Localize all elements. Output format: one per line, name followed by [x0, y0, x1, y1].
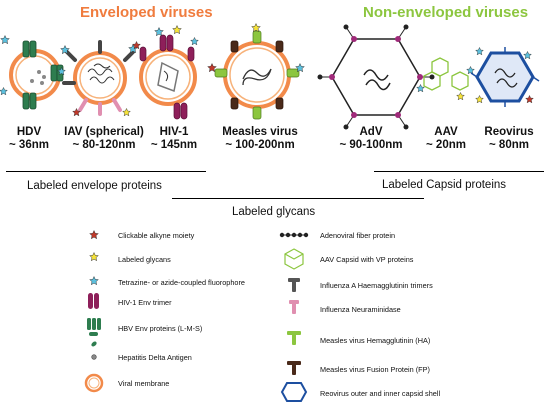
legend-label-iav-ha: Influenza A Haemagglutinin trimers	[320, 281, 433, 290]
legend-label-fluorophore: Tetrazine- or azide-coupled fluorophore	[118, 278, 245, 287]
reovirus-icon	[470, 47, 540, 107]
virus-label-reovirus: Reovirus~ 80nm	[484, 126, 534, 151]
star-cyan-icon	[89, 276, 99, 285]
iav-na-icon	[289, 300, 299, 314]
legend-label-hdv-antigen: Hepatitis Delta Antigen	[118, 353, 192, 362]
legend-label-hbv-env: HBV Env proteins (L-M-S)	[118, 324, 203, 333]
virus-illustrations	[0, 23, 540, 130]
measles-ha-icon	[287, 331, 301, 345]
legend-label-alkyne: Clickable alkyne moiety	[118, 231, 195, 240]
adv-virus-icon	[317, 24, 435, 130]
hiv-virus-icon	[132, 25, 199, 120]
viral-membrane-icon	[84, 373, 104, 393]
legend-label-adenoviral-fiber: Adenoviral fiber protein	[320, 231, 396, 240]
virus-label-iav: IAV (spherical)~ 80-120nm	[64, 126, 144, 151]
glycans-rule	[172, 198, 424, 199]
aav-capsid-icon	[284, 248, 304, 270]
adenoviral-fiber-icon	[279, 232, 309, 238]
iav-ha-icon	[288, 278, 300, 292]
iav-virus-icon	[60, 40, 138, 117]
legend-label-measles-ha: Measles virus Hemagglutinin (HA)	[320, 336, 431, 345]
measles-virus-icon	[207, 23, 305, 120]
aav-virus-icon	[416, 57, 475, 101]
legend-label-membrane: Viral membrane	[118, 379, 170, 388]
measles-fp-icon	[287, 361, 301, 375]
reovirus-shell-icon	[280, 382, 308, 402]
virus-label-aav: AAV~ 20nm	[426, 126, 466, 151]
hdv-antigen-icon	[91, 354, 97, 360]
virus-label-hiv: HIV-1~ 145nm	[150, 126, 198, 151]
star-red-icon	[89, 230, 99, 239]
envelope-proteins-rule	[6, 171, 206, 172]
enveloped-viruses-header: Enveloped viruses	[80, 4, 213, 21]
legend-label-reovirus-shell: Reovirus outer and inner capsid shell	[320, 389, 441, 398]
hdv-virus-icon	[0, 35, 66, 110]
virus-label-adv: AdV~ 90-100nm	[339, 126, 403, 151]
envelope-proteins-label: Labeled envelope proteins	[27, 180, 162, 192]
non-enveloped-viruses-header: Non-enveloped viruses	[363, 4, 529, 21]
hbv-env-icon	[87, 318, 101, 336]
star-yellow-icon	[89, 252, 99, 261]
capsid-proteins-label: Labeled Capsid proteins	[382, 179, 507, 191]
hbv-small-icon	[91, 341, 97, 347]
legend-label-iav-na: Influenza Neuraminidase	[320, 305, 401, 314]
capsid-proteins-rule	[374, 171, 544, 172]
legend-label-aav-capsid: AAV Capsid with VP proteins	[320, 255, 414, 264]
legend-label-glycans: Labeled glycans	[118, 255, 171, 264]
hiv-env-trimer-icon	[88, 293, 99, 309]
virus-label-measles: Measles virus~ 100-200nm	[222, 126, 298, 151]
glycans-label: Labeled glycans	[232, 206, 316, 218]
legend-label-measles-fp: Measles virus Fusion Protein (FP)	[320, 365, 430, 374]
legend-label-hiv-env: HIV-1 Env trimer	[118, 298, 172, 307]
virus-label-hdv: HDV~ 36nm	[9, 126, 49, 151]
